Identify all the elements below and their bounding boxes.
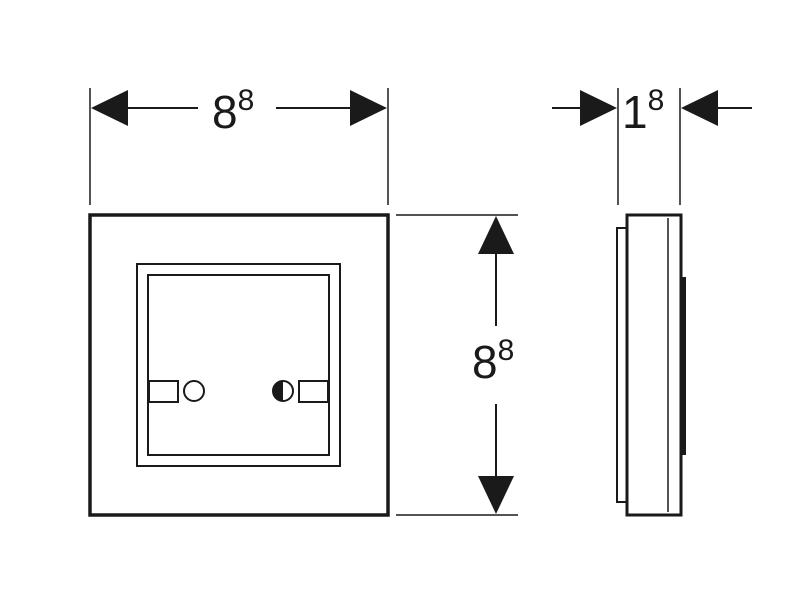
height-arrow-down [478, 476, 514, 514]
width-dimension: 88 [89, 84, 389, 205]
side-front-button-profile [681, 277, 686, 455]
half-filled-circle-fill [273, 381, 283, 401]
depth-arrow-right-pointing-left [681, 90, 718, 126]
front-inner-panel-outer [136, 263, 341, 467]
width-arrow-left [91, 90, 128, 126]
height-dimension: 88 [396, 214, 518, 516]
left-button-square [148, 380, 179, 403]
depth-label: 18 [622, 84, 664, 138]
front-view [88, 213, 390, 517]
width-arrow-right [350, 90, 387, 126]
left-flush-button [148, 380, 205, 403]
height-label: 88 [472, 334, 514, 388]
front-outer-frame [88, 213, 390, 517]
height-arrow-up [478, 216, 514, 254]
circle-outline-icon [183, 380, 205, 402]
depth-arrow-left-pointing-right [580, 90, 617, 126]
side-view [616, 213, 686, 517]
width-label: 88 [212, 84, 254, 138]
depth-dimension: 18 [552, 84, 752, 205]
right-flush-button [272, 380, 329, 403]
right-button-square [298, 380, 329, 403]
front-inner-panel-inner [147, 274, 330, 456]
side-body [625, 213, 683, 517]
